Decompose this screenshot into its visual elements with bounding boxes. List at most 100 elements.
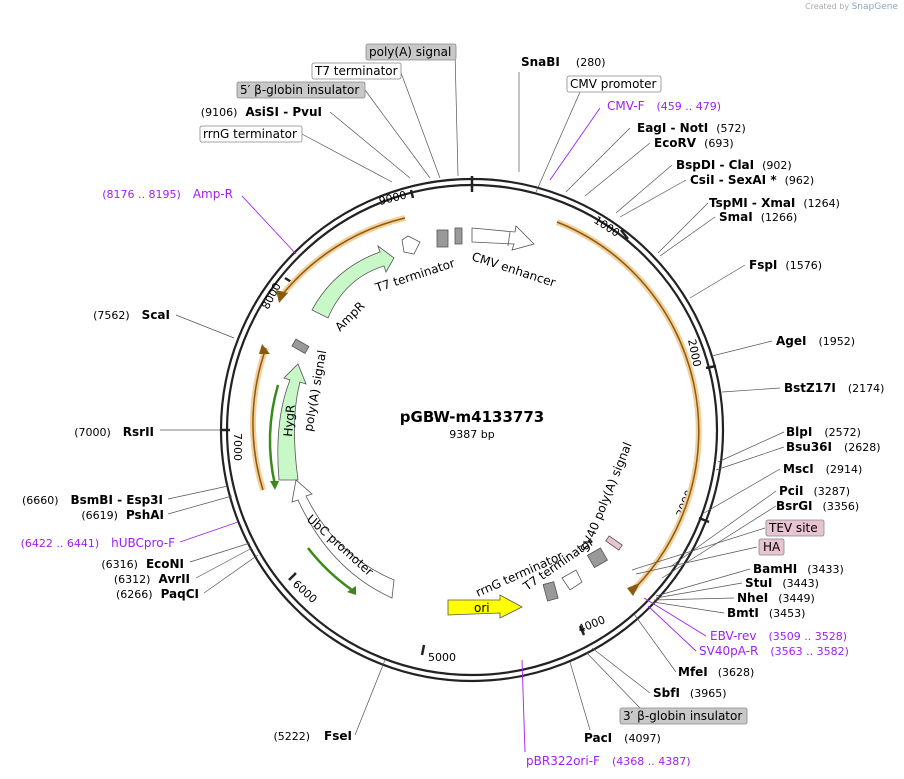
primer-hubcpro-f[interactable]: (6422 .. 6441)hUBCpro-F [21,536,176,550]
label-polyA-signal[interactable]: poly(A) signal [369,45,451,59]
primer-sv40pa-r[interactable]: SV40pA-R(3563 .. 3582) [699,644,849,658]
site-blpi[interactable]: BlpI(2572) [786,425,861,439]
box-3-globin [619,707,748,725]
leader-asisi [329,111,411,179]
site-fsei[interactable]: (5222)FseI [273,729,352,743]
box-t7-terminator [311,62,402,80]
primer-amp-r[interactable]: (8176 .. 8195)Amp-R [102,187,233,201]
label-cmv-promoter[interactable]: CMV promoter [570,77,657,91]
tick-label-6000: 6000 [290,578,320,606]
site-bspdi-clai[interactable]: BspDI - ClaI(902) [676,158,792,172]
site-avrii[interactable]: (6312)AvrII [114,572,190,586]
label-tev-site[interactable]: TEV site [768,521,818,535]
hygr-label: HygR [281,404,298,437]
leader-bamhi [655,568,751,597]
leader-polya [454,51,459,177]
ubc-promoter-feature [291,479,395,599]
site-pshai[interactable]: (6619)PshAI [81,508,164,522]
leader-nhei [653,597,735,601]
primer-pbr322ori-f[interactable]: pBR322ori-F(4368 .. 4387) [526,754,691,768]
tick-2000 [705,364,717,370]
green-arrow-1 [270,481,279,490]
site-csii-sexai[interactable]: CsiI - SexAI *(962) [690,173,814,187]
green-orf-arcs [268,384,356,595]
label-5-globin-insulator[interactable]: 5′ β-globin insulator [240,83,359,97]
label-rrng-terminator[interactable]: rrnG terminator [203,127,297,141]
leader-econi [189,542,251,563]
site-bmti[interactable]: BmtI(3453) [727,606,805,620]
tick-label-7000: 7000 [231,433,244,461]
leader-avrii [195,547,253,579]
site-bsrgi[interactable]: BsrGI(3356) [776,499,859,513]
primer-ebv-rev[interactable]: EBV-rev(3509 .. 3528) [710,629,847,643]
site-mfei[interactable]: MfeI(3628) [678,665,754,679]
site-nhei[interactable]: NheI(3449) [737,591,815,605]
site-smai[interactable]: SmaI(1266) [719,210,797,224]
primer-leader-sv40pa [647,605,697,652]
restriction-sites-left: (5222)FseI (6266)PaqCI (6312)AvrII (6316… [22,105,352,743]
leader-bsrgi [661,505,777,579]
orf-arrow-left [259,344,270,354]
site-rsrii[interactable]: (7000)RsrII [74,425,154,439]
tick-label-5000: 5000 [428,651,456,664]
site-bsu36i[interactable]: Bsu36I(2628) [786,440,881,454]
green-arrow-2 [347,586,356,595]
primer-labels: CMV-F(459 .. 479) EBV-rev(3509 .. 3528) … [21,99,849,768]
leader-ecorv [584,142,651,197]
site-bamhi[interactable]: BamHI(3433) [753,562,844,576]
site-paci[interactable]: PacI(4097) [584,731,661,745]
leader-ha [635,546,758,575]
polyA-feature-top [436,229,449,248]
site-scai[interactable]: (7562)ScaI [93,308,170,322]
site-paqci[interactable]: (6266)PaqCI [116,587,199,601]
tick-1000 [620,229,629,240]
tick-5000 [420,644,426,656]
rrng-feature-bottom [542,581,559,602]
globin-feature-top [454,227,463,245]
leader-5globin [364,89,431,179]
restriction-sites: SnaBI(280) EagI - NotI(572) EcoRV(693) B… [521,55,884,745]
primer-leader-cmv-f [549,107,601,181]
site-ecorv[interactable]: EcoRV(693) [654,136,734,150]
site-snabi[interactable]: SnaBI(280) [521,55,606,69]
site-tspmi-xmai[interactable]: TspMI - XmaI(1264) [709,196,840,210]
box-rrng [199,125,303,143]
sv40-polyA-feature [586,547,608,569]
leader-smai [659,216,716,257]
site-asisi-pvui[interactable]: (9106)AsiSI - PvuI [201,105,322,119]
tick-3000 [698,516,710,524]
orf-arrow-right [627,583,640,596]
ubc-promoter-label: UbC promoter [304,512,376,579]
leader-tev [631,527,766,571]
label-t7-terminator[interactable]: T7 terminator [314,64,398,78]
label-3-globin-insulator[interactable]: 3′ β-globin insulator [623,709,742,723]
plasmid-length: 9387 bp [449,428,494,441]
site-fspi[interactable]: FspI(1576) [749,258,822,272]
site-bsmbi-esp3i[interactable]: (6660)BsmBI - Esp3I [22,493,163,507]
primer-leader-ampr [241,195,297,255]
primer-leaders [179,107,707,753]
t7-terminator-top-feature [401,235,421,255]
leader-mfei [633,613,677,673]
primer-cmv-f[interactable]: CMV-F(459 .. 479) [607,99,721,113]
ori-label: ori [474,601,490,615]
leader-paqci [203,554,259,594]
leader-bstz17i [721,387,781,393]
site-bstz17i[interactable]: BstZ17I(2174) [784,381,884,395]
site-stui[interactable]: StuI(3443) [745,576,819,590]
inner-features [277,225,623,619]
site-msci[interactable]: MscI(2914) [783,462,862,476]
site-agei[interactable]: AgeI(1952) [776,334,855,348]
leader-csii [619,179,687,218]
leader-pcii [669,490,777,568]
orf-arcs [250,215,702,596]
hygr-feature [277,363,307,481]
site-econi[interactable]: (6316)EcoNI [101,557,184,571]
site-pcii[interactable]: PciI(3287) [779,484,850,498]
leader-pshai [167,495,233,515]
green-arc-1 [268,384,280,486]
site-eagi-noti[interactable]: EagI - NotI(572) [637,121,746,135]
site-sbfi[interactable]: SbfI(3965) [653,686,727,700]
ampr-feature [311,244,395,319]
label-ha[interactable]: HA [763,540,781,554]
